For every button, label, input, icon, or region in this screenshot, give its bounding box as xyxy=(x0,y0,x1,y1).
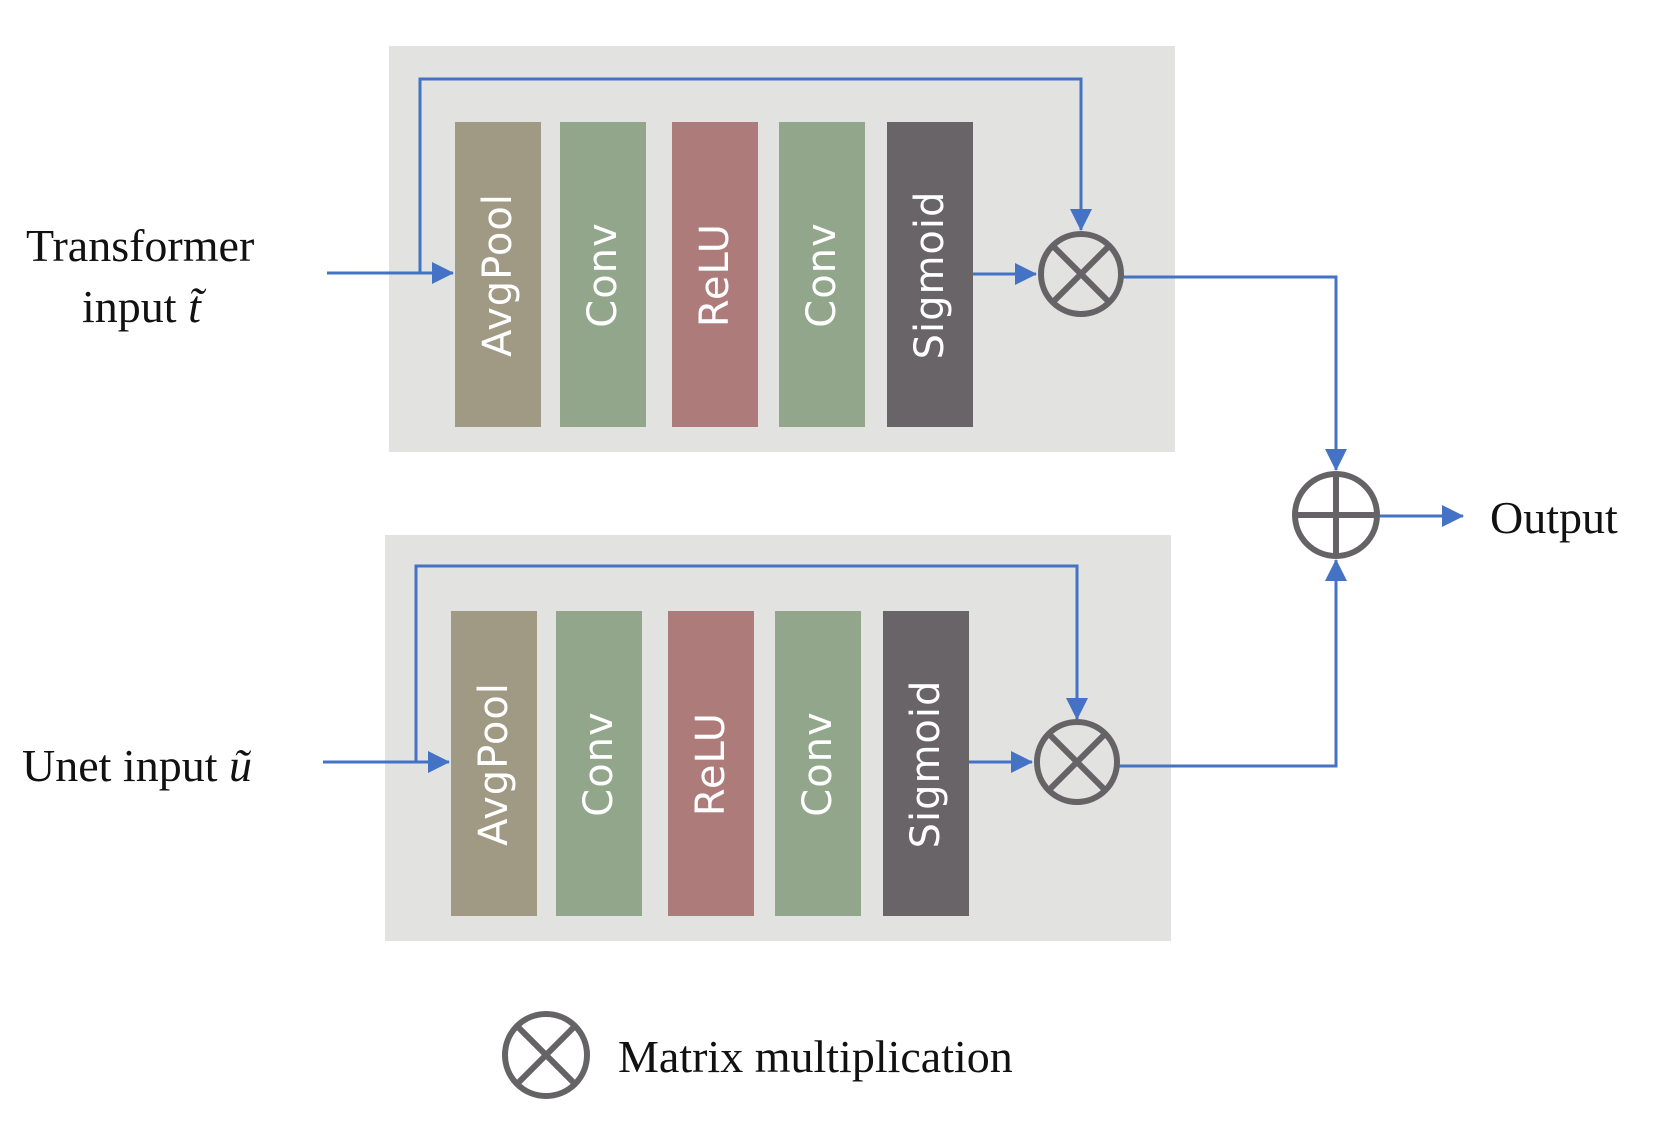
circled-times-icon xyxy=(502,1011,590,1099)
transformer-avgpool-block: AvgPool xyxy=(455,122,541,427)
transformer-multiply-icon xyxy=(1038,231,1124,317)
transformer-conv2-block: Conv xyxy=(779,122,865,427)
transformer-input-label-line1: Transformer xyxy=(26,220,255,271)
unet-avgpool-block: AvgPool xyxy=(451,611,537,916)
transformer-conv1-block: Conv xyxy=(560,122,646,427)
unet-relu-block: ReLU xyxy=(668,611,754,916)
unet-input-label: Unet input ũ xyxy=(22,743,252,789)
transformer-input-label-line2: input t̃ xyxy=(82,284,201,330)
transformer-sigmoid-block: Sigmoid xyxy=(887,122,973,427)
unet-conv1-block: Conv xyxy=(556,611,642,916)
sum-plus-icon xyxy=(1292,471,1380,559)
unet-input-symbol: ũ xyxy=(228,740,252,791)
transformer-skip-arrow xyxy=(418,77,1092,273)
unet-multiply-icon xyxy=(1034,719,1120,805)
unet-input-word: Unet input xyxy=(22,740,218,791)
output-label: Output xyxy=(1490,492,1618,543)
transformer-input-symbol: t̃ xyxy=(188,281,201,332)
unet-to-sum-arrow xyxy=(1119,559,1347,768)
legend-label: Matrix multiplication xyxy=(618,1031,1013,1082)
unet-sigmoid-block: Sigmoid xyxy=(883,611,969,916)
unet-conv2-block: Conv xyxy=(775,611,861,916)
unet-skip-arrow xyxy=(414,564,1088,762)
transformer-to-sum-arrow xyxy=(1123,275,1347,471)
transformer-relu-block: ReLU xyxy=(672,122,758,427)
transformer-input-word: input xyxy=(82,281,177,332)
